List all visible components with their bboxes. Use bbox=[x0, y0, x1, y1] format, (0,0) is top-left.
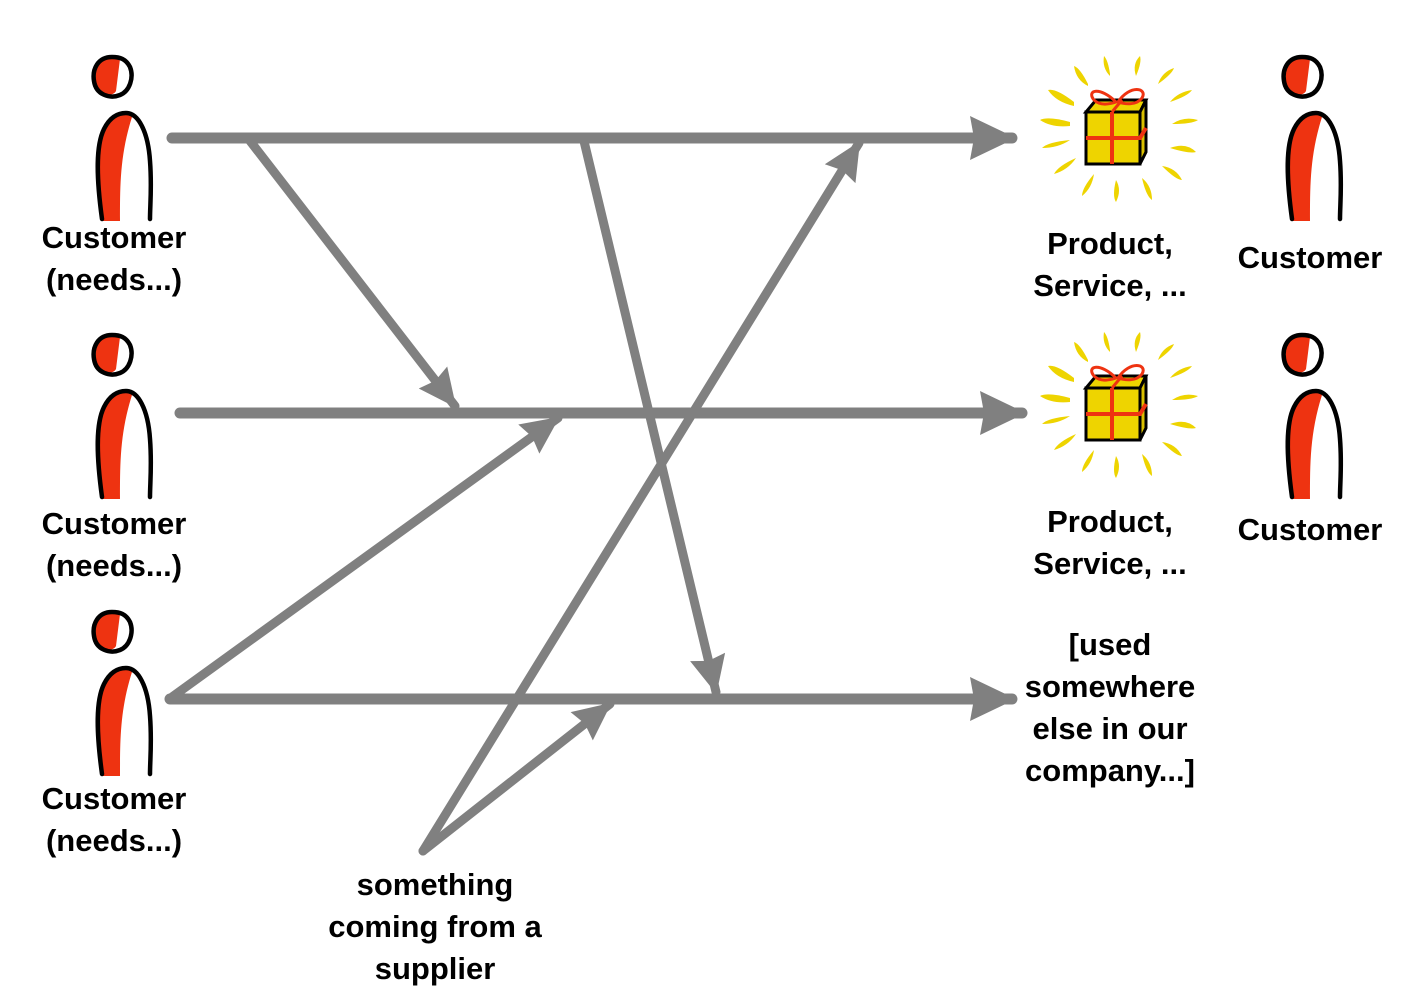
main-flow-arrows bbox=[164, 116, 1028, 721]
customer-figure-left-1 bbox=[94, 57, 151, 221]
customer-label-right-2: Customer bbox=[1237, 512, 1383, 547]
cross-flow-arrows bbox=[167, 132, 864, 856]
supplier-label: something coming from a supplier bbox=[328, 867, 542, 986]
cross-arrow-1to3 bbox=[578, 132, 726, 697]
cross-arrow-3to2 bbox=[167, 413, 563, 702]
customer-label-right-1: Customer bbox=[1237, 240, 1383, 275]
customer-figure-left-2 bbox=[94, 335, 151, 499]
product-label-2: Product, Service, ... bbox=[1033, 504, 1187, 581]
gift-box-icon bbox=[1038, 330, 1200, 480]
customer-figure-right-2 bbox=[1284, 335, 1341, 499]
customer-label-left-1: Customer (needs...) bbox=[41, 220, 187, 297]
customer-figure-right-1 bbox=[1284, 57, 1341, 221]
customer-figure-left-3 bbox=[94, 612, 151, 776]
product-label-1: Product, Service, ... bbox=[1033, 226, 1187, 303]
cross-arrow-supplier-to-1 bbox=[418, 138, 864, 856]
internal-use-label: [used somewhere else in our company...] bbox=[1024, 627, 1196, 788]
cross-arrow-supplier-to-3 bbox=[418, 699, 615, 856]
gift-box-icon bbox=[1038, 54, 1200, 204]
customer-label-left-3: Customer (needs...) bbox=[41, 781, 187, 858]
cross-arrow-1to2 bbox=[242, 132, 460, 411]
customer-label-left-2: Customer (needs...) bbox=[41, 506, 187, 583]
